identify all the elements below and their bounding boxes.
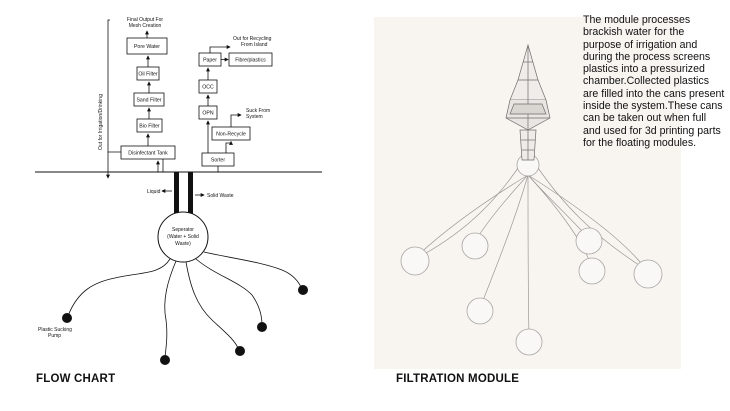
separator-label-line1: Seperator bbox=[172, 227, 194, 233]
disinfectant-tank-label: Disinfectant Tank bbox=[128, 151, 168, 157]
liquid-label: Liquid bbox=[147, 189, 161, 195]
pump-far-left bbox=[62, 313, 72, 323]
float-7 bbox=[633, 259, 663, 289]
hose-far-right bbox=[203, 251, 303, 290]
filtration-module-description: The module processes brackish water for … bbox=[583, 14, 725, 149]
out-recycling-label-line1: Out for Recycling bbox=[233, 36, 272, 42]
suck-label-line1: Suck From bbox=[246, 108, 270, 114]
bio-filter-box bbox=[136, 118, 163, 133]
flow-chart: Final Output For Mesh Creation Pore Wate… bbox=[35, 17, 322, 365]
float-5 bbox=[575, 227, 603, 255]
flow-chart-caption: FLOW CHART bbox=[36, 373, 116, 385]
paper-label: Paper bbox=[203, 58, 217, 64]
separator-circle bbox=[157, 211, 209, 263]
pump-center bbox=[235, 346, 245, 356]
filtration-module bbox=[374, 17, 681, 369]
non-recycle-label: Non-Recycle bbox=[216, 132, 246, 138]
out-recycling-label-line2: From Island bbox=[241, 42, 268, 48]
hose-left bbox=[164, 260, 177, 358]
filtration-module-caption: FILTRATION MODULE bbox=[396, 373, 520, 385]
out-irrigation-label: Out for Irrigation/Drinking bbox=[98, 94, 104, 150]
float-6 bbox=[578, 257, 606, 285]
float-3 bbox=[466, 297, 494, 325]
hose-far-left bbox=[67, 258, 171, 317]
arrow-sorter-to-nonrecycle bbox=[225, 140, 233, 153]
float-4 bbox=[515, 328, 543, 356]
pump-label-line1: Plastic Sucking bbox=[38, 327, 72, 333]
pump-hoses bbox=[67, 251, 303, 358]
oil-filter-label: Oil Filter bbox=[138, 72, 158, 78]
liquid-pipe bbox=[174, 172, 179, 227]
pump-right bbox=[257, 322, 267, 332]
hose-right bbox=[195, 258, 263, 326]
recycle-bracket bbox=[209, 45, 231, 53]
float-2 bbox=[461, 232, 489, 260]
irrigation-line bbox=[107, 19, 121, 153]
solid-waste-pipe bbox=[188, 172, 193, 227]
float-1 bbox=[400, 246, 430, 276]
separator-label-line2: (Water + Solid bbox=[167, 234, 199, 240]
arrow-nonrecycle-to-suck bbox=[230, 113, 242, 127]
occ-label: OCC bbox=[202, 85, 214, 91]
pump-left bbox=[160, 355, 170, 365]
separator-label-line3: Waste) bbox=[175, 241, 191, 247]
bio-filter-label: Bio Filter bbox=[139, 124, 160, 130]
pore-water-label: Pore Water bbox=[134, 44, 160, 50]
opn-label: OPN bbox=[202, 111, 213, 117]
fibre-plastics-box bbox=[228, 52, 273, 67]
pump-label-line2: Pump bbox=[48, 333, 61, 339]
module-floats bbox=[400, 153, 663, 356]
final-output-label-line2: Mesh Creation bbox=[129, 23, 162, 29]
suck-label-line2: System bbox=[246, 114, 263, 120]
pump-far-right bbox=[298, 285, 308, 295]
hose-center bbox=[185, 261, 240, 351]
sand-filter-label: Sand Filter bbox=[136, 98, 161, 104]
sorter-label: Sorter bbox=[211, 158, 225, 164]
solid-waste-label: Solid Waste bbox=[207, 193, 234, 199]
final-output-label-line1: Final Output For bbox=[127, 17, 163, 23]
fibre-plastics-label: Fibre/plastics bbox=[235, 58, 266, 64]
module-structure bbox=[505, 43, 551, 161]
